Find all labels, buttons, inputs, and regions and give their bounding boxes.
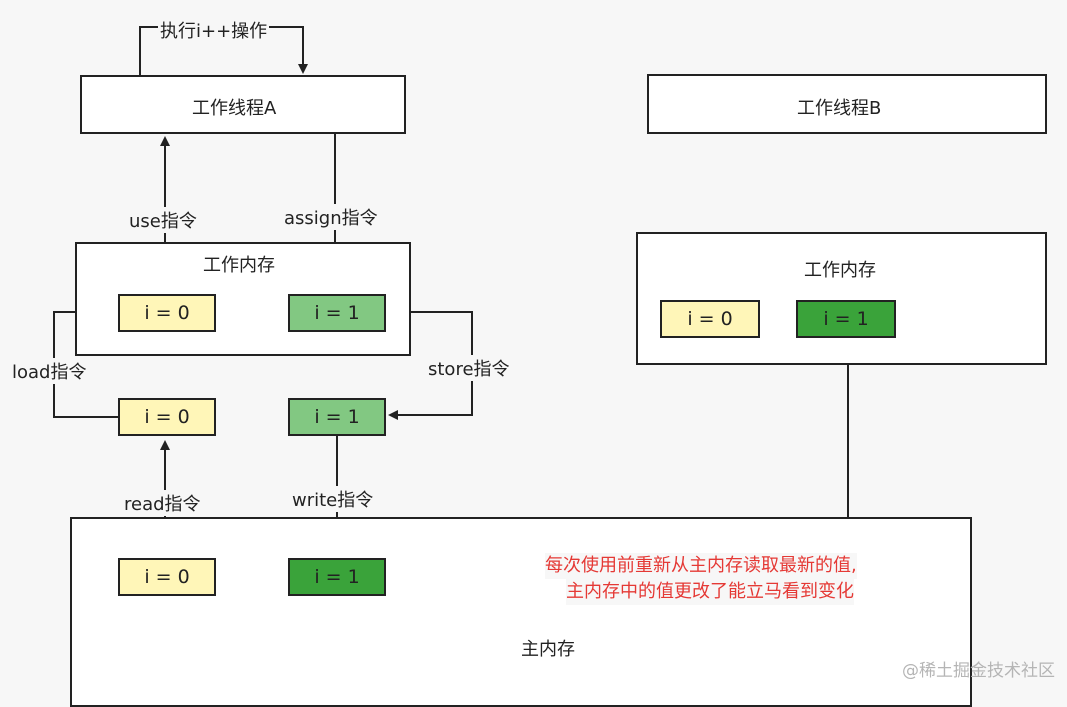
main-memory-var-i0: i = 0 — [118, 558, 216, 596]
work-memory-a-var-i0: i = 0 — [118, 294, 216, 332]
note-line-1: 每次使用前重新从主内存读取最新的值, — [545, 553, 857, 579]
assign-instruction-label: assign指令 — [282, 204, 380, 230]
thread-a-box — [80, 75, 406, 134]
work-memory-b-var-i0: i = 0 — [660, 300, 760, 338]
thread-b-title: 工作线程B — [797, 98, 882, 119]
loop-label: 执行i++操作 — [158, 17, 270, 43]
main-memory-var-i1: i = 1 — [288, 558, 386, 596]
store-instruction-label: store指令 — [426, 355, 512, 381]
work-memory-b-title: 工作内存 — [804, 260, 876, 281]
thread-a-title: 工作线程A — [192, 98, 277, 119]
work-memory-a-title: 工作内存 — [203, 255, 275, 276]
read-instruction-label: read指令 — [122, 490, 203, 516]
write-instruction-label: write指令 — [290, 486, 376, 512]
thread-b-box — [647, 74, 1047, 134]
jmm-diagram: 工作线程A 执行i++操作 工作线程B 工作内存 i = 0 i = 1 工作内… — [10, 17, 1055, 707]
main-memory-box — [70, 517, 972, 707]
main-memory-title: 主内存 — [521, 639, 575, 660]
work-memory-a-var-i1: i = 1 — [288, 294, 386, 332]
load-instruction-label: load指令 — [10, 358, 89, 384]
transfer-var-i1: i = 1 — [288, 398, 386, 436]
watermark-text: @稀土掘金技术社区 — [902, 661, 1055, 681]
transfer-var-i0: i = 0 — [118, 398, 216, 436]
work-memory-b-var-i1: i = 1 — [796, 300, 896, 338]
use-instruction-label: use指令 — [127, 207, 199, 233]
work-memory-b-box — [636, 232, 1047, 365]
note-line-2: 主内存中的值更改了能立马看到变化 — [566, 579, 854, 605]
